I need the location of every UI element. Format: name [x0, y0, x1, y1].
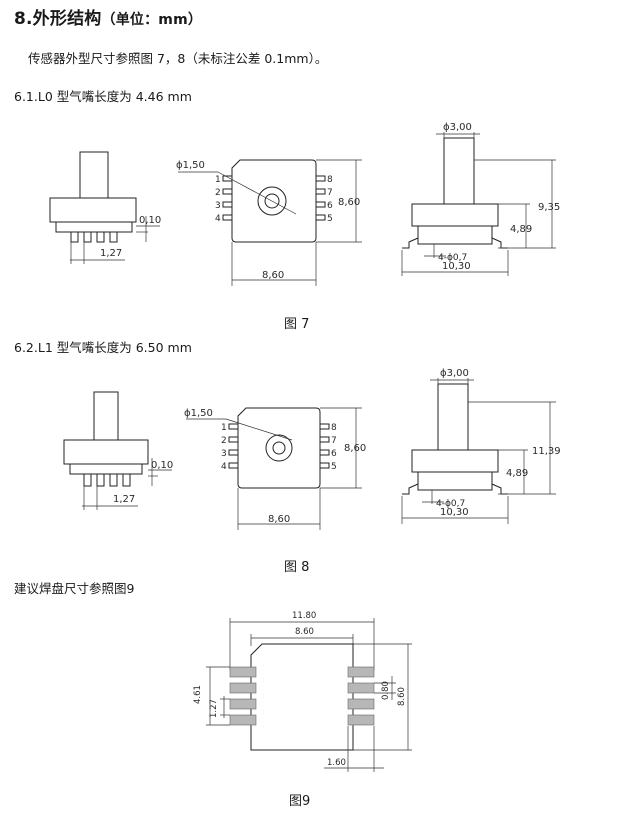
fig7-top-width: 8,60 — [262, 270, 284, 281]
fig9-outer-width: 11.80 — [292, 611, 316, 621]
fig9-pad — [347, 698, 375, 710]
fig9-pad — [229, 682, 257, 694]
fig7-nozzle-diameter: ϕ3,00 — [443, 122, 472, 133]
page-heading: 8.外形结构（单位：mm） — [14, 4, 202, 29]
fig8-pin-1: 1 — [221, 423, 227, 433]
fig9-pad — [347, 714, 375, 726]
fig8-pin-8: 8 — [331, 423, 337, 433]
fig9-pad — [229, 666, 257, 678]
fig7-pin-5: 5 — [327, 214, 333, 224]
fig8-top-height: 8,60 — [344, 443, 366, 454]
fig9-pad — [229, 714, 257, 726]
fig9-pad-width: 0.80 — [381, 681, 391, 700]
fig8-pin-6: 6 — [331, 449, 337, 459]
fig7-pin-diameter: 4-ϕ0,7 — [438, 253, 467, 263]
fig8-pin-4: 4 — [221, 462, 227, 472]
fig7-hole-diameter: ϕ1,50 — [176, 160, 205, 171]
intro-paragraph: 传感器外型尺寸参照图 7，8（未标注公差 0.1mm）。 — [28, 51, 328, 66]
fig8-top-view: 1 2 3 4 8 7 6 5 ϕ1,50 8,60 8,60 — [184, 407, 366, 530]
fig9-pad-length: 1.60 — [327, 758, 346, 768]
fig9-body-height: 8.60 — [397, 687, 407, 706]
fig7-pin-4: 4 — [215, 214, 221, 224]
fig8-front-view: ϕ3,00 11,39 4,89 4-ϕ0,7 10,30 — [401, 368, 561, 524]
figure-8-caption: 图 8 — [284, 560, 310, 575]
fig9-pad-span: 4.61 — [193, 685, 203, 704]
fig8-nozzle-diameter: ϕ3,00 — [440, 368, 469, 379]
fig8-pin-2: 2 — [221, 436, 227, 446]
fig9-pad — [347, 666, 375, 678]
fig7-total-height: 9,35 — [538, 202, 560, 213]
fig7-front-view: ϕ3,00 9,35 4,89 4-ϕ0,7 10,30 — [401, 122, 560, 276]
fig8-side-pitch: 1,27 — [113, 494, 135, 505]
figure-7-caption: 图 7 — [284, 317, 310, 332]
fig7-top-view: 1 2 3 4 8 7 6 5 ϕ1,50 8,60 8,60 — [176, 159, 362, 286]
fig7-front-width: 10,30 — [442, 261, 471, 272]
fig7-pin-7: 7 — [327, 188, 333, 198]
figure-8-drawing: 0,10 1,27 1 2 3 4 8 7 6 5 ϕ1,50 8,60 8,6… — [63, 368, 561, 530]
fig7-top-height: 8,60 — [338, 197, 360, 208]
section-6-1-title: 6.1.L0 型气嘴长度为 4.46 mm — [14, 89, 192, 104]
fig7-pin-1: 1 — [215, 175, 221, 185]
fig8-pin-3: 3 — [221, 449, 227, 459]
fig8-pin-5: 5 — [331, 462, 337, 472]
fig7-pin-2: 2 — [215, 188, 221, 198]
fig9-pad — [347, 682, 375, 694]
section-6-2-title: 6.2.L1 型气嘴长度为 6.50 mm — [14, 340, 192, 355]
fig8-pin-7: 7 — [331, 436, 337, 446]
fig7-pin-3: 3 — [215, 201, 221, 211]
fig9-body-width: 8.60 — [295, 627, 314, 637]
figure-9-footprint: 11.80 8.60 4.61 1.27 0.80 8.60 1.60 — [193, 611, 412, 772]
figure-9-caption: 图9 — [289, 794, 311, 809]
fig7-side-pitch: 1,27 — [100, 248, 122, 259]
fig7-pin-6: 6 — [327, 201, 333, 211]
fig9-package-body — [250, 643, 354, 751]
fig8-total-height: 11,39 — [532, 446, 561, 457]
fig7-body-height: 4,89 — [510, 224, 532, 235]
fig8-side-view: 0,10 1,27 — [63, 391, 173, 510]
fig8-hole-diameter: ϕ1,50 — [184, 408, 213, 419]
fig7-side-thickness: 0,10 — [139, 215, 161, 226]
fig7-pin-8: 8 — [327, 175, 333, 185]
fig7-side-view: 0,10 1,27 — [49, 151, 161, 264]
fig9-pad — [229, 698, 257, 710]
fig8-pin-diameter: 4-ϕ0,7 — [436, 499, 465, 509]
fig8-side-thickness: 0,10 — [151, 460, 173, 471]
heading-title: 8.外形结构 — [14, 9, 102, 29]
fig8-front-width: 10,30 — [440, 507, 469, 518]
fig8-top-width: 8,60 — [268, 514, 290, 525]
figure-7-drawing: 0,10 1,27 1 2 3 4 8 7 6 5 ϕ1,50 8,60 8,6… — [49, 122, 560, 286]
section-9-title: 建议焊盘尺寸参照图9 — [14, 581, 135, 596]
fig8-body-height: 4,89 — [506, 468, 528, 479]
fig9-pitch: 1.27 — [209, 699, 219, 718]
heading-unit: （单位：mm） — [101, 12, 203, 28]
